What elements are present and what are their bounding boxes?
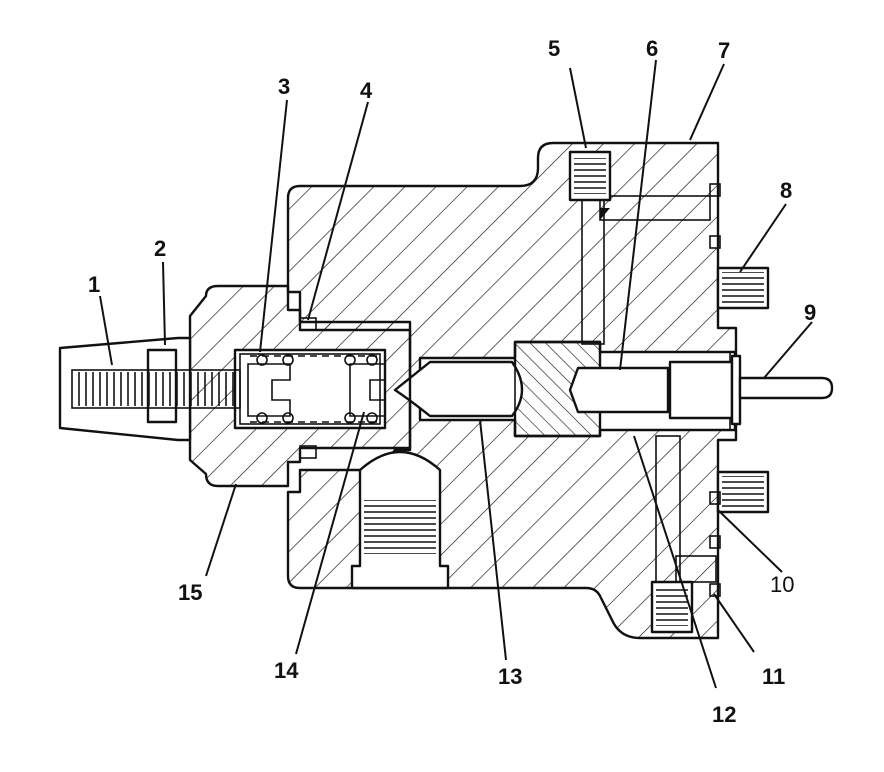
bottom-plug <box>650 580 694 634</box>
callout-14: 14 <box>274 658 299 683</box>
callout-10: 10 <box>770 572 794 597</box>
callout-1: 1 <box>88 272 100 297</box>
callout-5: 5 <box>548 36 560 61</box>
right-spool-assembly <box>513 340 742 438</box>
left-cap <box>188 284 412 488</box>
callout-labels: 1 2 3 4 5 6 7 8 9 10 11 12 13 14 15 <box>88 36 816 727</box>
callout-3: 3 <box>278 74 290 99</box>
right-ports <box>709 183 770 597</box>
callout-6: 6 <box>646 36 658 61</box>
callout-7: 7 <box>718 38 730 63</box>
callout-11: 11 <box>762 664 785 689</box>
callout-13: 13 <box>498 664 522 689</box>
leader-lines <box>99 59 813 689</box>
callout-9: 9 <box>804 300 816 325</box>
callout-12: 12 <box>712 702 736 727</box>
callout-2: 2 <box>154 236 166 261</box>
actuator-pin <box>738 376 834 400</box>
callout-8: 8 <box>780 178 792 203</box>
callout-15: 15 <box>178 580 202 605</box>
bottom-port-fitting <box>350 450 450 590</box>
callout-4: 4 <box>360 78 373 103</box>
adjusting-screw-fitting <box>58 336 241 442</box>
top-plug <box>568 150 612 202</box>
